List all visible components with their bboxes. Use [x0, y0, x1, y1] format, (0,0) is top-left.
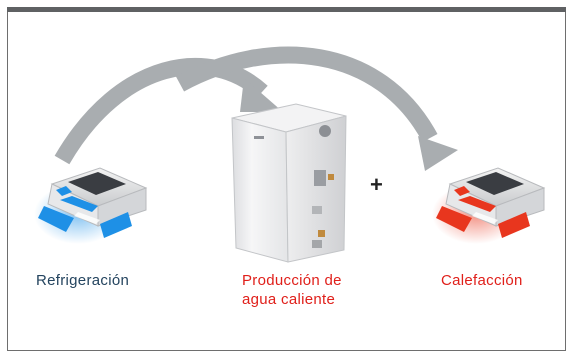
label-heating: Calefacción	[441, 272, 523, 289]
cooling-cassette-icon	[34, 167, 148, 244]
heat-pump-tank-icon	[231, 103, 347, 263]
arrowhead-2-icon	[418, 136, 458, 171]
heating-cassette-icon	[432, 167, 546, 244]
label-hot-water-line1: Producción de	[242, 272, 342, 289]
label-hot-water: Producción de agua caliente	[242, 271, 382, 309]
arrowhead-1-icon	[240, 78, 283, 112]
label-cooling: Refrigeración	[36, 272, 130, 289]
arrow-tank-to-heating	[175, 46, 458, 171]
plus-sign: +	[370, 172, 383, 197]
label-hot-water-line2: agua caliente	[242, 291, 336, 308]
frame-top-bar	[7, 7, 566, 12]
arrow-cooling-to-tank	[54, 57, 283, 165]
